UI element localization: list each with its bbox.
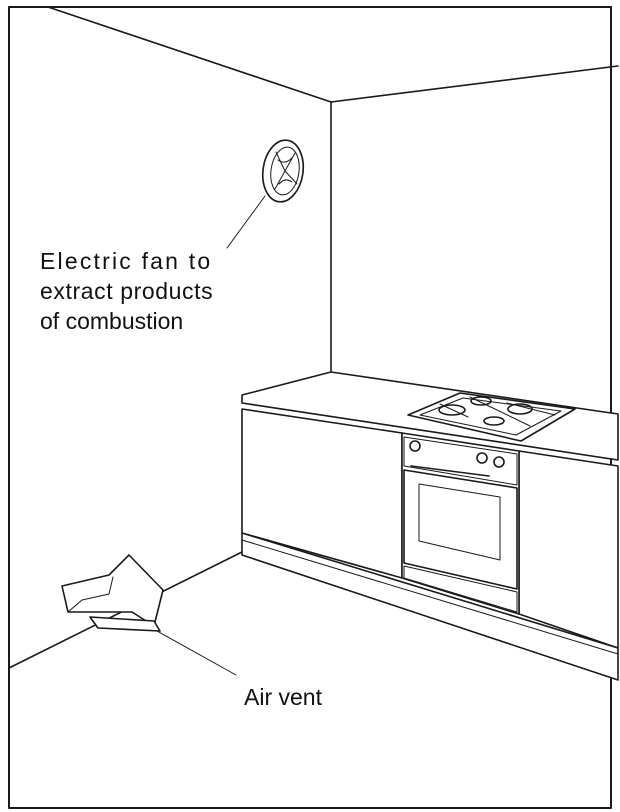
fan-callout-label: Electric fan to extract products of comb… (40, 246, 213, 336)
fan-leader-line (226, 195, 266, 249)
vent-callout-label: Air vent (244, 684, 322, 710)
oven-drawer (403, 565, 518, 613)
burner-2 (470, 396, 492, 406)
oven-icon (401, 432, 520, 615)
vent-grille (89, 616, 161, 632)
burner-4 (483, 416, 505, 426)
fan-blades (274, 151, 298, 190)
hob-grate-a (439, 403, 469, 418)
ceiling-left-edge (47, 6, 332, 103)
fan-label-line-3: of combustion (40, 308, 184, 334)
right-cabinet (518, 450, 619, 649)
oven-handle (410, 465, 490, 477)
vent-arrow (61, 554, 164, 627)
oven-window (418, 483, 501, 561)
plinth-top (241, 539, 619, 655)
hob-inner (419, 397, 562, 436)
burner-1 (438, 404, 466, 416)
plinth (241, 532, 619, 681)
worktop-front-edge (241, 402, 619, 461)
fan-label-line-1: Electric fan to (40, 248, 213, 274)
oven-knob-2 (476, 452, 488, 464)
extractor-fan-icon (226, 139, 305, 249)
oven-door-frame (403, 469, 518, 590)
oven-knob-1 (409, 440, 421, 452)
ceiling-right-edge (330, 65, 619, 103)
oven-knob-3 (493, 456, 505, 468)
diagram-frame (8, 6, 612, 809)
hob-grate-b (469, 396, 531, 427)
fan-label-line-2: extract products (40, 278, 214, 304)
fan-inner-ring (270, 146, 300, 196)
air-vent-arrow-icon (61, 554, 237, 676)
vent-leader-line (156, 630, 237, 676)
oven-control-panel (403, 436, 518, 486)
hob-grate-c (506, 402, 556, 416)
gas-hob-icon (407, 392, 576, 442)
vent-arrow-depth (67, 576, 114, 613)
